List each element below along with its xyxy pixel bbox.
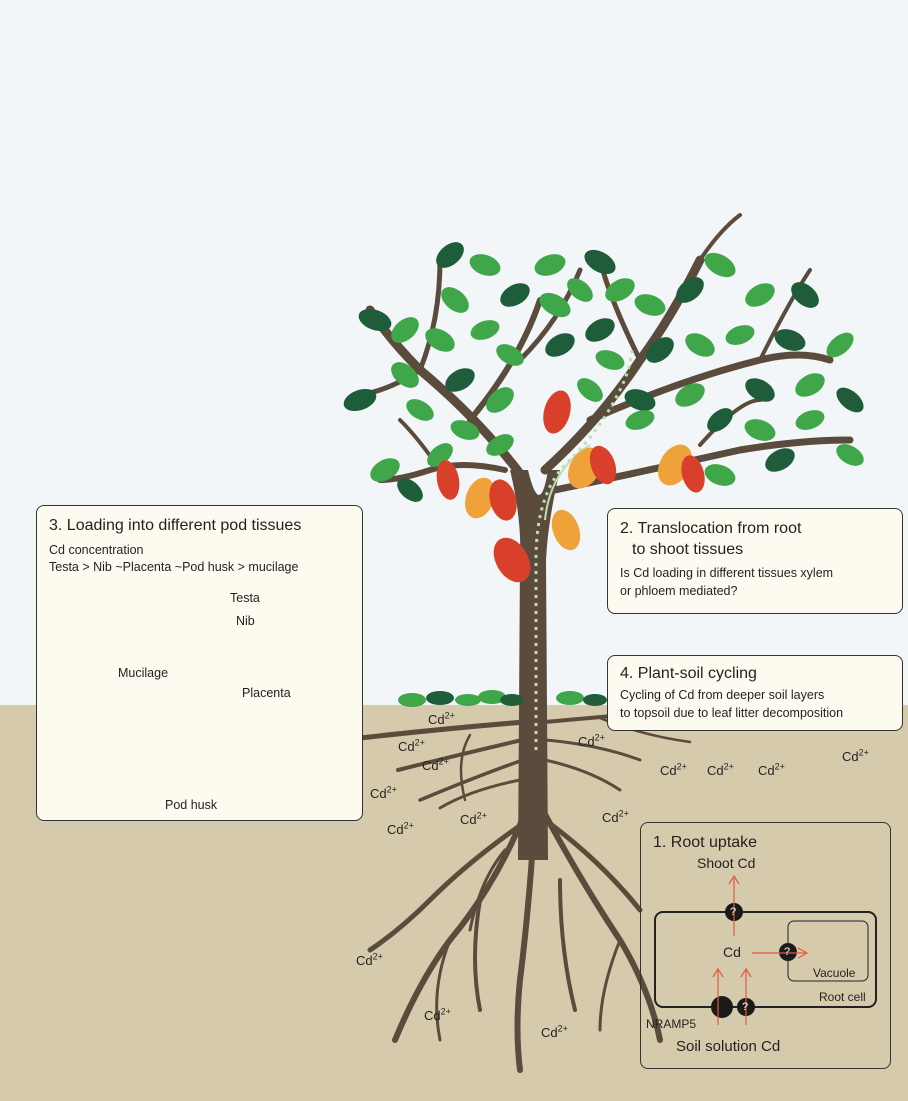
cd-ion-base: Cd — [422, 758, 439, 773]
cd-ion-base: Cd — [602, 810, 619, 825]
cd-ion-charge: 2+ — [595, 733, 605, 743]
panel-translocation-text-1: Is Cd loading in different tissues xylem — [620, 565, 833, 582]
label-cell-cd: Cd — [723, 945, 741, 959]
panel-translocation-title-1: 2. Translocation from root — [620, 519, 801, 538]
cd-ion-base: Cd — [707, 763, 724, 778]
cd-ion-charge: 2+ — [373, 952, 383, 962]
panel-cycling-text-2: to topsoil due to leaf litter decomposit… — [620, 705, 843, 722]
cd-ion-base: Cd — [578, 734, 595, 749]
cd-ion-label: Cd2+ — [422, 758, 449, 773]
panel-pod-loading-line2: Testa > Nib ~Placenta ~Pod husk > mucila… — [49, 559, 298, 576]
label-nib: Nib — [236, 614, 255, 628]
label-soil-solution-cd: Soil solution Cd — [676, 1040, 780, 1054]
cd-ion-charge: 2+ — [439, 757, 449, 767]
cd-ion-charge: 2+ — [445, 711, 455, 721]
panel-pod-loading: 3. Loading into different pod tissues Cd… — [36, 505, 363, 821]
panel-translocation-text-2: or phloem mediated? — [620, 583, 737, 600]
cd-ion-label: Cd2+ — [602, 810, 629, 825]
cd-ion-charge: 2+ — [404, 821, 414, 831]
cd-ion-label: Cd2+ — [758, 763, 785, 778]
transporter-unknown-influx: ? — [742, 1000, 748, 1014]
panel-cycling-text-1: Cycling of Cd from deeper soil layers — [620, 687, 824, 704]
cd-ion-label: Cd2+ — [541, 1025, 568, 1040]
cd-ion-label: Cd2+ — [428, 712, 455, 727]
label-nramp5: NRAMP5 — [646, 1017, 696, 1031]
cd-ion-base: Cd — [387, 822, 404, 837]
cd-ion-label: Cd2+ — [578, 734, 605, 749]
cd-ion-charge: 2+ — [677, 762, 687, 772]
panel-plant-soil-cycling: 4. Plant-soil cycling Cycling of Cd from… — [607, 655, 903, 731]
label-vacuole: Vacuole — [813, 966, 855, 980]
cd-ion-base: Cd — [758, 763, 775, 778]
cd-ion-label: Cd2+ — [660, 763, 687, 778]
cd-ion-charge: 2+ — [477, 811, 487, 821]
cd-ion-charge: 2+ — [415, 738, 425, 748]
label-placenta: Placenta — [242, 686, 291, 700]
cd-ion-base: Cd — [370, 786, 387, 801]
panel-root-uptake: 1. Root uptake — [640, 822, 891, 1069]
panel-translocation-title-2: to shoot tissues — [632, 540, 743, 559]
cd-ion-base: Cd — [424, 1008, 441, 1023]
label-shoot-cd: Shoot Cd — [697, 856, 755, 870]
transporter-unknown-vacuolar: ? — [784, 945, 790, 959]
cd-ion-base: Cd — [398, 739, 415, 754]
panel-pod-loading-title: 3. Loading into different pod tissues — [49, 516, 301, 535]
cd-ion-label: Cd2+ — [370, 786, 397, 801]
transporter-unknown-efflux: ? — [730, 905, 736, 919]
panel-root-uptake-title: 1. Root uptake — [653, 833, 757, 852]
cd-ion-label: Cd2+ — [460, 812, 487, 827]
cd-ion-charge: 2+ — [724, 762, 734, 772]
cd-ion-base: Cd — [541, 1025, 558, 1040]
cd-ion-base: Cd — [356, 953, 373, 968]
label-testa: Testa — [230, 591, 260, 605]
cd-ion-charge: 2+ — [558, 1024, 568, 1034]
cd-ion-charge: 2+ — [859, 748, 869, 758]
cd-ion-label: Cd2+ — [707, 763, 734, 778]
label-pod-husk: Pod husk — [165, 798, 217, 812]
cd-ion-label: Cd2+ — [356, 953, 383, 968]
cd-ion-label: Cd2+ — [398, 739, 425, 754]
label-root-cell: Root cell — [819, 990, 866, 1004]
cd-ion-base: Cd — [460, 812, 477, 827]
cd-ion-charge: 2+ — [775, 762, 785, 772]
label-mucilage: Mucilage — [118, 666, 168, 680]
cd-ion-label: Cd2+ — [842, 749, 869, 764]
panel-cycling-title: 4. Plant-soil cycling — [620, 664, 757, 683]
cd-ion-base: Cd — [660, 763, 677, 778]
cd-ion-base: Cd — [842, 749, 859, 764]
cd-ion-charge: 2+ — [387, 785, 397, 795]
cd-ion-label: Cd2+ — [424, 1008, 451, 1023]
panel-pod-loading-line1: Cd concentration — [49, 542, 144, 559]
leaf-litter — [398, 690, 607, 707]
cd-ion-base: Cd — [428, 712, 445, 727]
cd-ion-charge: 2+ — [619, 809, 629, 819]
cd-ion-charge: 2+ — [441, 1007, 451, 1017]
cd-ion-label: Cd2+ — [387, 822, 414, 837]
panel-translocation: 2. Translocation from root to shoot tiss… — [607, 508, 903, 614]
